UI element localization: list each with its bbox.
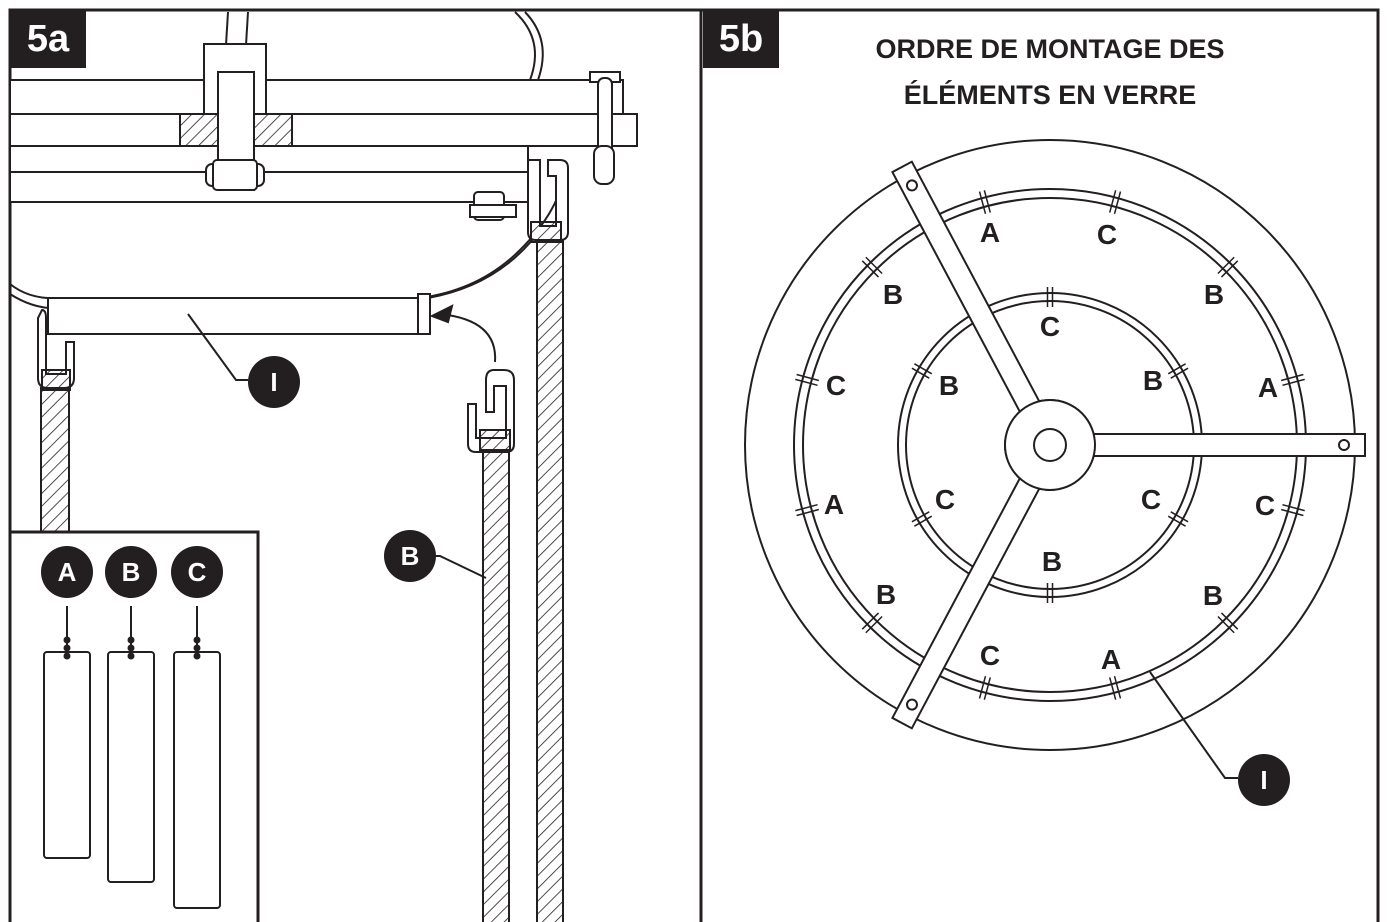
glass-position-tick — [796, 508, 820, 517]
outer-ring-label: C — [979, 640, 1001, 671]
glass-position-tick — [1280, 508, 1304, 517]
outer-ring-label: B — [882, 279, 904, 310]
inner-ring-label: C — [934, 484, 956, 515]
glass-position-tick — [1220, 612, 1239, 630]
panel-5b-title-line2: ÉLÉMENTS EN VERRE — [903, 80, 1197, 110]
glass-position-tick — [1170, 511, 1189, 523]
inner-ring-label: B — [1142, 365, 1164, 396]
glass-position-tick — [795, 503, 818, 512]
glass-position-tick — [796, 373, 820, 382]
glass-position-tick — [1280, 373, 1304, 382]
legend-badge-a: A — [41, 546, 93, 598]
outer-ring-label: B — [1203, 279, 1225, 310]
callout-glass-b: B — [384, 530, 436, 582]
outer-ring-label: A — [1100, 644, 1122, 675]
callout-ring-i-5a: I — [248, 356, 300, 408]
glass-position-tick — [861, 260, 880, 278]
panel-5b-title-line1: ORDRE DE MONTAGE DES — [875, 34, 1225, 64]
inner-ring-label: B — [938, 370, 960, 401]
inner-ring-label: C — [1039, 311, 1061, 342]
glass-position-tick — [1170, 367, 1189, 379]
glass-position-tick — [983, 677, 992, 700]
glass-position-tick — [1282, 378, 1305, 387]
outer-ring-label: A — [979, 217, 1001, 248]
glass-position-tick — [1108, 190, 1117, 213]
outer-ring-label: C — [1254, 490, 1276, 521]
panel-tag-5a: 5a — [10, 10, 86, 68]
glass-position-tick — [983, 190, 992, 213]
glass-position-tick — [1220, 260, 1239, 278]
glass-position-tick — [1167, 363, 1186, 375]
glass-position-tick — [911, 367, 930, 379]
glass-position-tick — [795, 378, 818, 387]
glass-position-tick — [861, 612, 880, 630]
inner-ring-label: C — [1140, 484, 1162, 515]
outer-ring-label: A — [1257, 372, 1279, 403]
glass-position-tick — [911, 511, 930, 523]
legend-badge-b: B — [105, 546, 157, 598]
mounting-arm — [891, 160, 1047, 426]
glass-position-tick — [1113, 675, 1122, 699]
callout-ring-i-5b: I — [1238, 754, 1290, 806]
panel-5a-drawing — [8, 11, 638, 922]
panel-tag-5b: 5b — [703, 10, 779, 68]
center-hole — [1033, 428, 1067, 462]
legend-badge-c: C — [171, 546, 223, 598]
outer-ring-label: A — [823, 489, 845, 520]
glass-position-tick — [1282, 503, 1305, 512]
glass-position-tick — [1217, 615, 1235, 634]
mounting-arm — [891, 464, 1047, 730]
glass-position-tick — [978, 675, 987, 699]
glass-position-tick — [865, 256, 883, 275]
glass-position-tick — [914, 515, 933, 527]
outer-ring-label: B — [1202, 580, 1224, 611]
glass-position-tick — [978, 191, 987, 215]
outer-ring-label: C — [825, 370, 847, 401]
glass-position-tick — [1113, 191, 1122, 215]
glass-position-tick — [1108, 677, 1117, 700]
glass-position-tick — [914, 363, 933, 375]
glass-position-tick — [865, 615, 883, 634]
mounting-arm — [1079, 433, 1366, 457]
panel-5b-drawing — [744, 139, 1366, 779]
outer-ring-label: B — [875, 579, 897, 610]
outer-ring-label: C — [1096, 219, 1118, 250]
glass-position-tick — [1217, 256, 1235, 275]
glass-position-tick — [1167, 515, 1186, 527]
inner-ring-label: B — [1041, 546, 1063, 577]
page-frame — [8, 8, 1380, 922]
